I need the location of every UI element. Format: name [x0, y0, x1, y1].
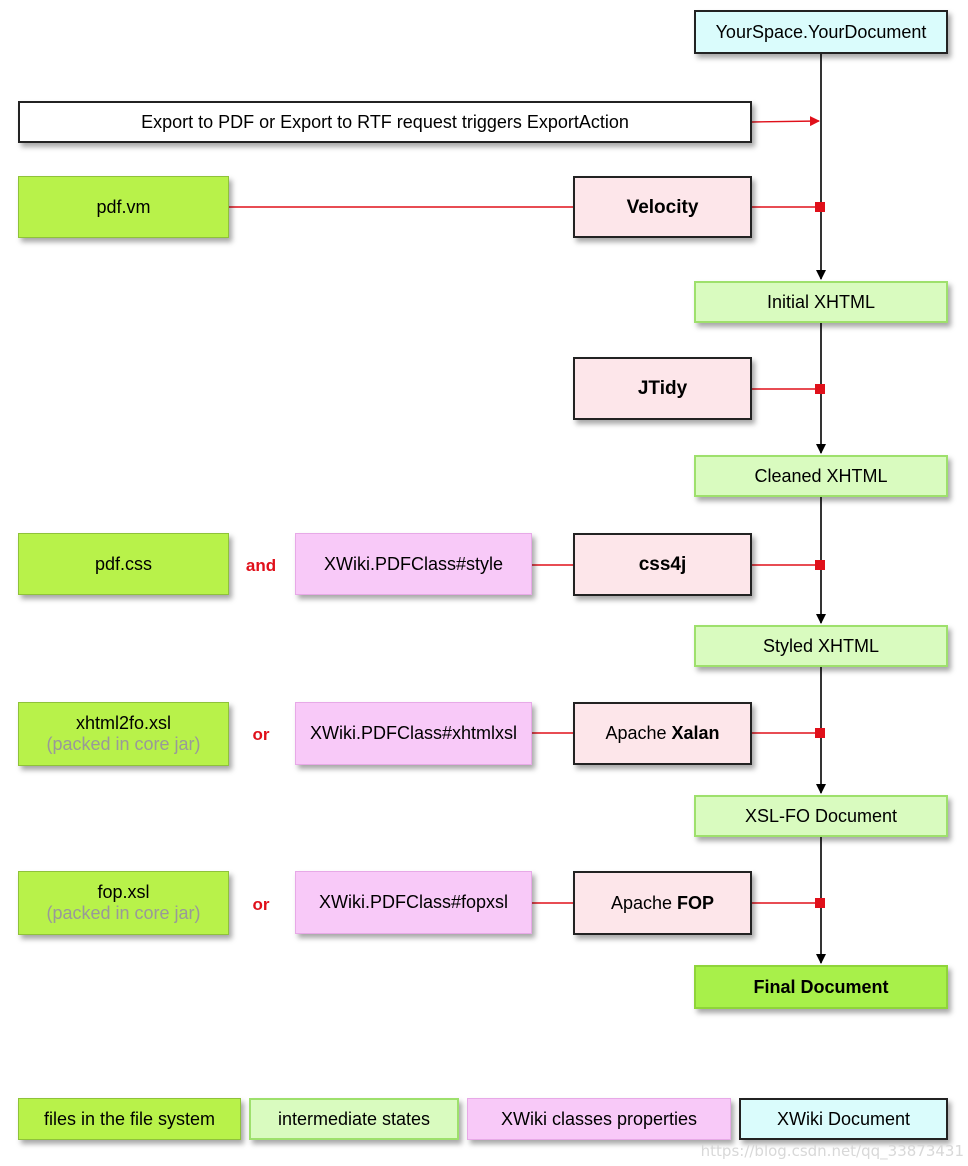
legend-classes: XWiki classes properties — [467, 1098, 731, 1140]
trigger-box: Export to PDF or Export to RTF request t… — [18, 101, 752, 143]
state-cleaned-xhtml: Cleaned XHTML — [694, 455, 948, 497]
state-initial-label: Initial XHTML — [766, 291, 876, 312]
input-class-style-label: XWiki.PDFClass#style — [323, 553, 504, 574]
legend-files-label: files in the file system — [43, 1108, 216, 1129]
watermark: https://blog.csdn.net/qq_33873431 — [700, 1142, 964, 1160]
tool-fop-label: Apache FOP — [611, 893, 714, 914]
tool-jtidy: JTidy — [573, 357, 752, 420]
input-class-xhtmlxsl-label: XWiki.PDFClass#xhtmlxsl — [309, 723, 518, 743]
junction-css4j — [815, 560, 825, 570]
conjunction-or-fop: or — [252, 895, 270, 914]
input-class-xhtmlxsl: XWiki.PDFClass#xhtmlxsl — [295, 702, 532, 765]
junction-jtidy — [815, 384, 825, 394]
tool-css4j: css4j — [573, 533, 752, 596]
state-xslfo-label: XSL-FO Document — [744, 805, 898, 826]
legend-files: files in the file system — [18, 1098, 241, 1140]
tool-fop-prefix: Apache — [610, 892, 678, 913]
input-pdf-vm-label: pdf.vm — [96, 196, 151, 217]
input-class-style: XWiki.PDFClass#style — [295, 533, 532, 595]
conjunction-or-xalan: or — [252, 725, 270, 744]
tool-xalan-label: Apache Xalan — [605, 723, 719, 744]
input-xhtml2fo-note: (packed in core jar) — [46, 734, 201, 754]
tool-velocity: Velocity — [573, 176, 752, 238]
legend-intermediate-label: intermediate states — [277, 1108, 431, 1129]
legend-document-label: XWiki Document — [776, 1108, 911, 1129]
state-final-label: Final Document — [753, 976, 889, 997]
input-fop-xsl-label: fop.xsl — [97, 882, 150, 902]
input-fop-xsl-note: (packed in core jar) — [46, 903, 201, 923]
input-xhtml2fo-xsl: xhtml2fo.xsl (packed in core jar) — [18, 702, 229, 766]
state-xslfo-document: XSL-FO Document — [694, 795, 948, 837]
conjunction-and: and — [245, 556, 277, 575]
tool-xalan: Apache Xalan — [573, 702, 752, 765]
state-final-document: Final Document — [694, 965, 948, 1009]
tool-fop: Apache FOP — [573, 871, 752, 935]
state-cleaned-label: Cleaned XHTML — [754, 465, 888, 486]
input-class-fopxsl-label: XWiki.PDFClass#fopxsl — [318, 892, 509, 912]
legend-intermediate: intermediate states — [249, 1098, 459, 1140]
state-initial-xhtml: Initial XHTML — [694, 281, 948, 323]
source-document: YourSpace.YourDocument — [694, 10, 948, 54]
source-document-label: YourSpace.YourDocument — [715, 21, 927, 42]
input-xhtml2fo-label: xhtml2fo.xsl — [75, 713, 172, 733]
junction-velocity — [815, 202, 825, 212]
legend-classes-label: XWiki classes properties — [500, 1108, 698, 1129]
legend-document: XWiki Document — [739, 1098, 948, 1140]
tool-xalan-prefix: Apache — [605, 723, 672, 743]
input-pdf-vm: pdf.vm — [18, 176, 229, 238]
state-styled-label: Styled XHTML — [762, 635, 880, 656]
input-pdf-css: pdf.css — [18, 533, 229, 595]
input-pdf-css-label: pdf.css — [94, 553, 153, 574]
tool-css4j-label: css4j — [638, 554, 687, 575]
tool-jtidy-label: JTidy — [637, 378, 688, 399]
trigger-arrow — [751, 116, 820, 127]
tool-velocity-label: Velocity — [626, 196, 699, 218]
junction-xalan — [815, 728, 825, 738]
tool-xalan-name: Xalan — [671, 723, 720, 743]
trigger-label: Export to PDF or Export to RTF request t… — [141, 111, 629, 132]
input-class-fopxsl: XWiki.PDFClass#fopxsl — [295, 871, 532, 934]
state-styled-xhtml: Styled XHTML — [694, 625, 948, 667]
tool-fop-name: FOP — [677, 892, 715, 913]
junction-fop — [815, 898, 825, 908]
input-fop-xsl: fop.xsl (packed in core jar) — [18, 871, 229, 935]
